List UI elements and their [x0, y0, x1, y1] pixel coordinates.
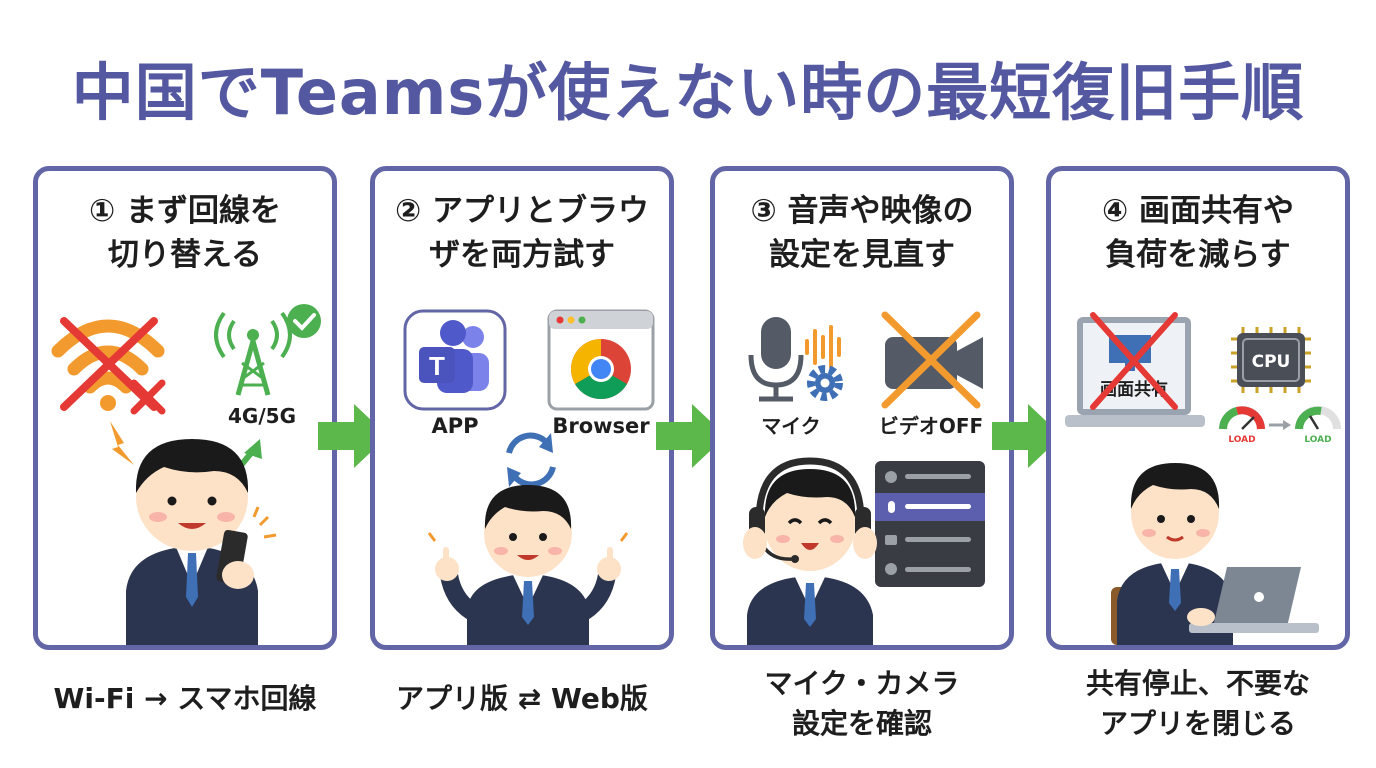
step-1-caption-line1: Wi-Fi → スマホ回線 [53, 682, 317, 715]
cell-tower-icon [214, 311, 292, 396]
person-with-headset-illustration [743, 457, 877, 645]
step-4-heading-line1: ④ 画面共有や [1101, 193, 1295, 229]
person-with-phone-illustration [126, 439, 277, 645]
next-step-arrow-2 [656, 404, 726, 468]
step-1-heading: ① まず回線を 切り替える [38, 189, 332, 277]
settings-panel-illustration [875, 461, 985, 587]
next-step-arrow-3 [992, 404, 1062, 468]
step-1-illustration: 4G/5G [51, 304, 321, 645]
step-card-4: ④ 画面共有や 負荷を減らす 画面共有 CPU [1046, 166, 1350, 650]
cpu-chip-icon: CPU [1231, 327, 1311, 393]
check-circle-icon [287, 304, 321, 338]
step-2-heading-line1: ② アプリとブラウ [394, 193, 650, 229]
step-card-3: ③ 音声や映像の 設定を見直す マイク ビデオOFF [710, 166, 1014, 650]
step-3-caption-line2: 設定を確認 [791, 707, 932, 740]
sync-icon [506, 432, 556, 488]
load-low-gauge-icon: LOAD [1295, 406, 1341, 445]
cpu-label: CPU [1252, 352, 1291, 372]
svg-text:T: T [429, 351, 445, 381]
person-pointing-illustration [427, 485, 629, 645]
step-2-heading-line2: ザを両方試す [429, 237, 615, 273]
step-2-caption: アプリ版 ⇄ Web版 [362, 679, 682, 719]
step-3-caption-line1: マイク・カメラ [764, 667, 960, 700]
step-card-2: ② アプリとブラウ ザを両方試す T APP Browser [370, 166, 674, 650]
browser-window-icon [547, 309, 655, 411]
load-high-label: LOAD [1228, 435, 1255, 445]
video-off-label: ビデオOFF [879, 414, 983, 438]
network-label: 4G/5G [228, 404, 296, 428]
load-low-label: LOAD [1304, 435, 1331, 445]
step-4-illustration: 画面共有 CPU LOAD [1065, 312, 1341, 645]
screen-share-off-icon: 画面共有 [1065, 312, 1205, 427]
step-4-caption-line2: アプリを閉じる [1099, 707, 1296, 740]
microphone-icon [748, 317, 841, 402]
load-high-gauge-icon: LOAD [1219, 406, 1265, 445]
page-title: 中国でTeamsが使えない時の最短復旧手順 [71, 56, 1305, 129]
step-2-caption-line1: アプリ版 ⇄ Web版 [396, 682, 648, 715]
step-1-heading-line1: ① まず回線を [88, 193, 282, 229]
teams-app-icon: T [403, 309, 507, 411]
mic-label: マイク [761, 414, 821, 438]
lightning-icon [110, 421, 134, 465]
wifi-off-icon [51, 317, 166, 415]
step-2-heading: ② アプリとブラウ ザを両方試す [375, 189, 669, 277]
video-off-icon [881, 311, 983, 409]
app-label: APP [431, 414, 478, 438]
step-2-illustration: T APP Browser [403, 309, 655, 645]
right-arrow-icon [1269, 420, 1291, 430]
step-3-heading-line2: 設定を見直す [769, 237, 955, 273]
step-4-heading: ④ 画面共有や 負荷を減らす [1051, 189, 1345, 277]
step-4-heading-line2: 負荷を減らす [1105, 237, 1291, 273]
step-1-caption: Wi-Fi → スマホ回線 [25, 679, 345, 719]
person-at-laptop-illustration [1111, 463, 1319, 645]
settings-gear-icon [807, 365, 843, 401]
step-3-heading-line1: ③ 音声や映像の [750, 193, 974, 229]
step-1-heading-line2: 切り替える [107, 237, 263, 273]
step-4-caption-line1: 共有停止、不要な [1085, 667, 1310, 700]
step-3-heading: ③ 音声や映像の 設定を見直す [715, 189, 1009, 277]
step-3-illustration: マイク ビデオOFF [743, 311, 985, 645]
step-card-1: ① まず回線を 切り替える [33, 166, 337, 650]
browser-label: Browser [552, 414, 650, 438]
step-4-caption: 共有停止、不要な アプリを閉じる [1038, 664, 1358, 744]
step-3-caption: マイク・カメラ 設定を確認 [702, 664, 1022, 744]
